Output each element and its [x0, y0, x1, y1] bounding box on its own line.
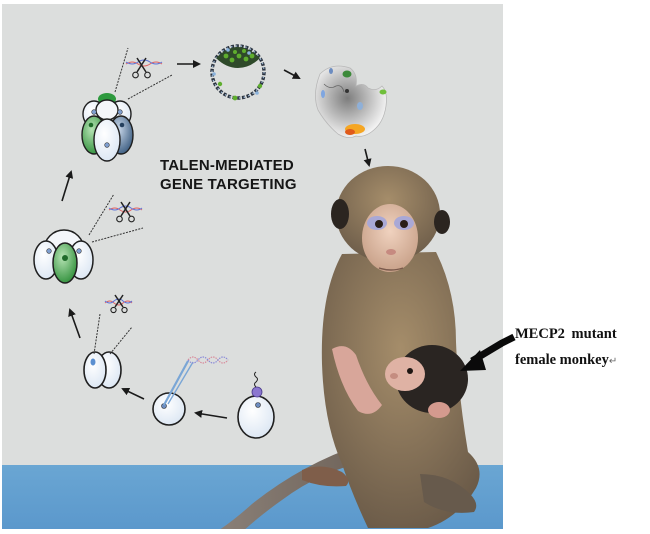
diagram-title-line-2: GENE TARGETING [160, 176, 297, 193]
talen-scissors-icon [125, 57, 163, 79]
blastocyst-icon [210, 44, 266, 101]
mother-and-infant-monkey-photo [220, 166, 480, 529]
injected-oocyte-icon [152, 356, 229, 426]
fetus-icon [315, 65, 387, 138]
diagram-title-line-1: TALEN-MEDIATED [160, 157, 294, 174]
gene-targeting-cycle-diagram [33, 44, 503, 529]
pointer-arrow-icon [460, 339, 503, 371]
eight-cell-embryo-icon [81, 47, 173, 162]
talen-scissors-icon [104, 294, 133, 314]
four-cell-embryo-icon [33, 193, 144, 284]
fertilized-oocyte-icon [237, 371, 275, 439]
annotation-line-1: MECP2 mutant [515, 326, 617, 342]
arrow-icon [283, 69, 301, 79]
arrow-icon [121, 387, 145, 400]
annotation-text: female monkey [515, 352, 609, 368]
return-mark-icon: ↵ [608, 356, 618, 367]
pointer-arrow-tail [500, 333, 516, 348]
talen-scissors-icon [108, 201, 143, 223]
figure-panel: TALEN-MEDIATED GENE TARGETING [2, 4, 503, 529]
annotation-line-2: female monkey↵ [515, 352, 617, 369]
two-cell-embryo-icon [83, 313, 133, 389]
arrow-icon [194, 410, 228, 419]
arrow-icon [68, 308, 81, 339]
arrow-icon [363, 148, 372, 167]
arrow-icon [61, 170, 74, 202]
